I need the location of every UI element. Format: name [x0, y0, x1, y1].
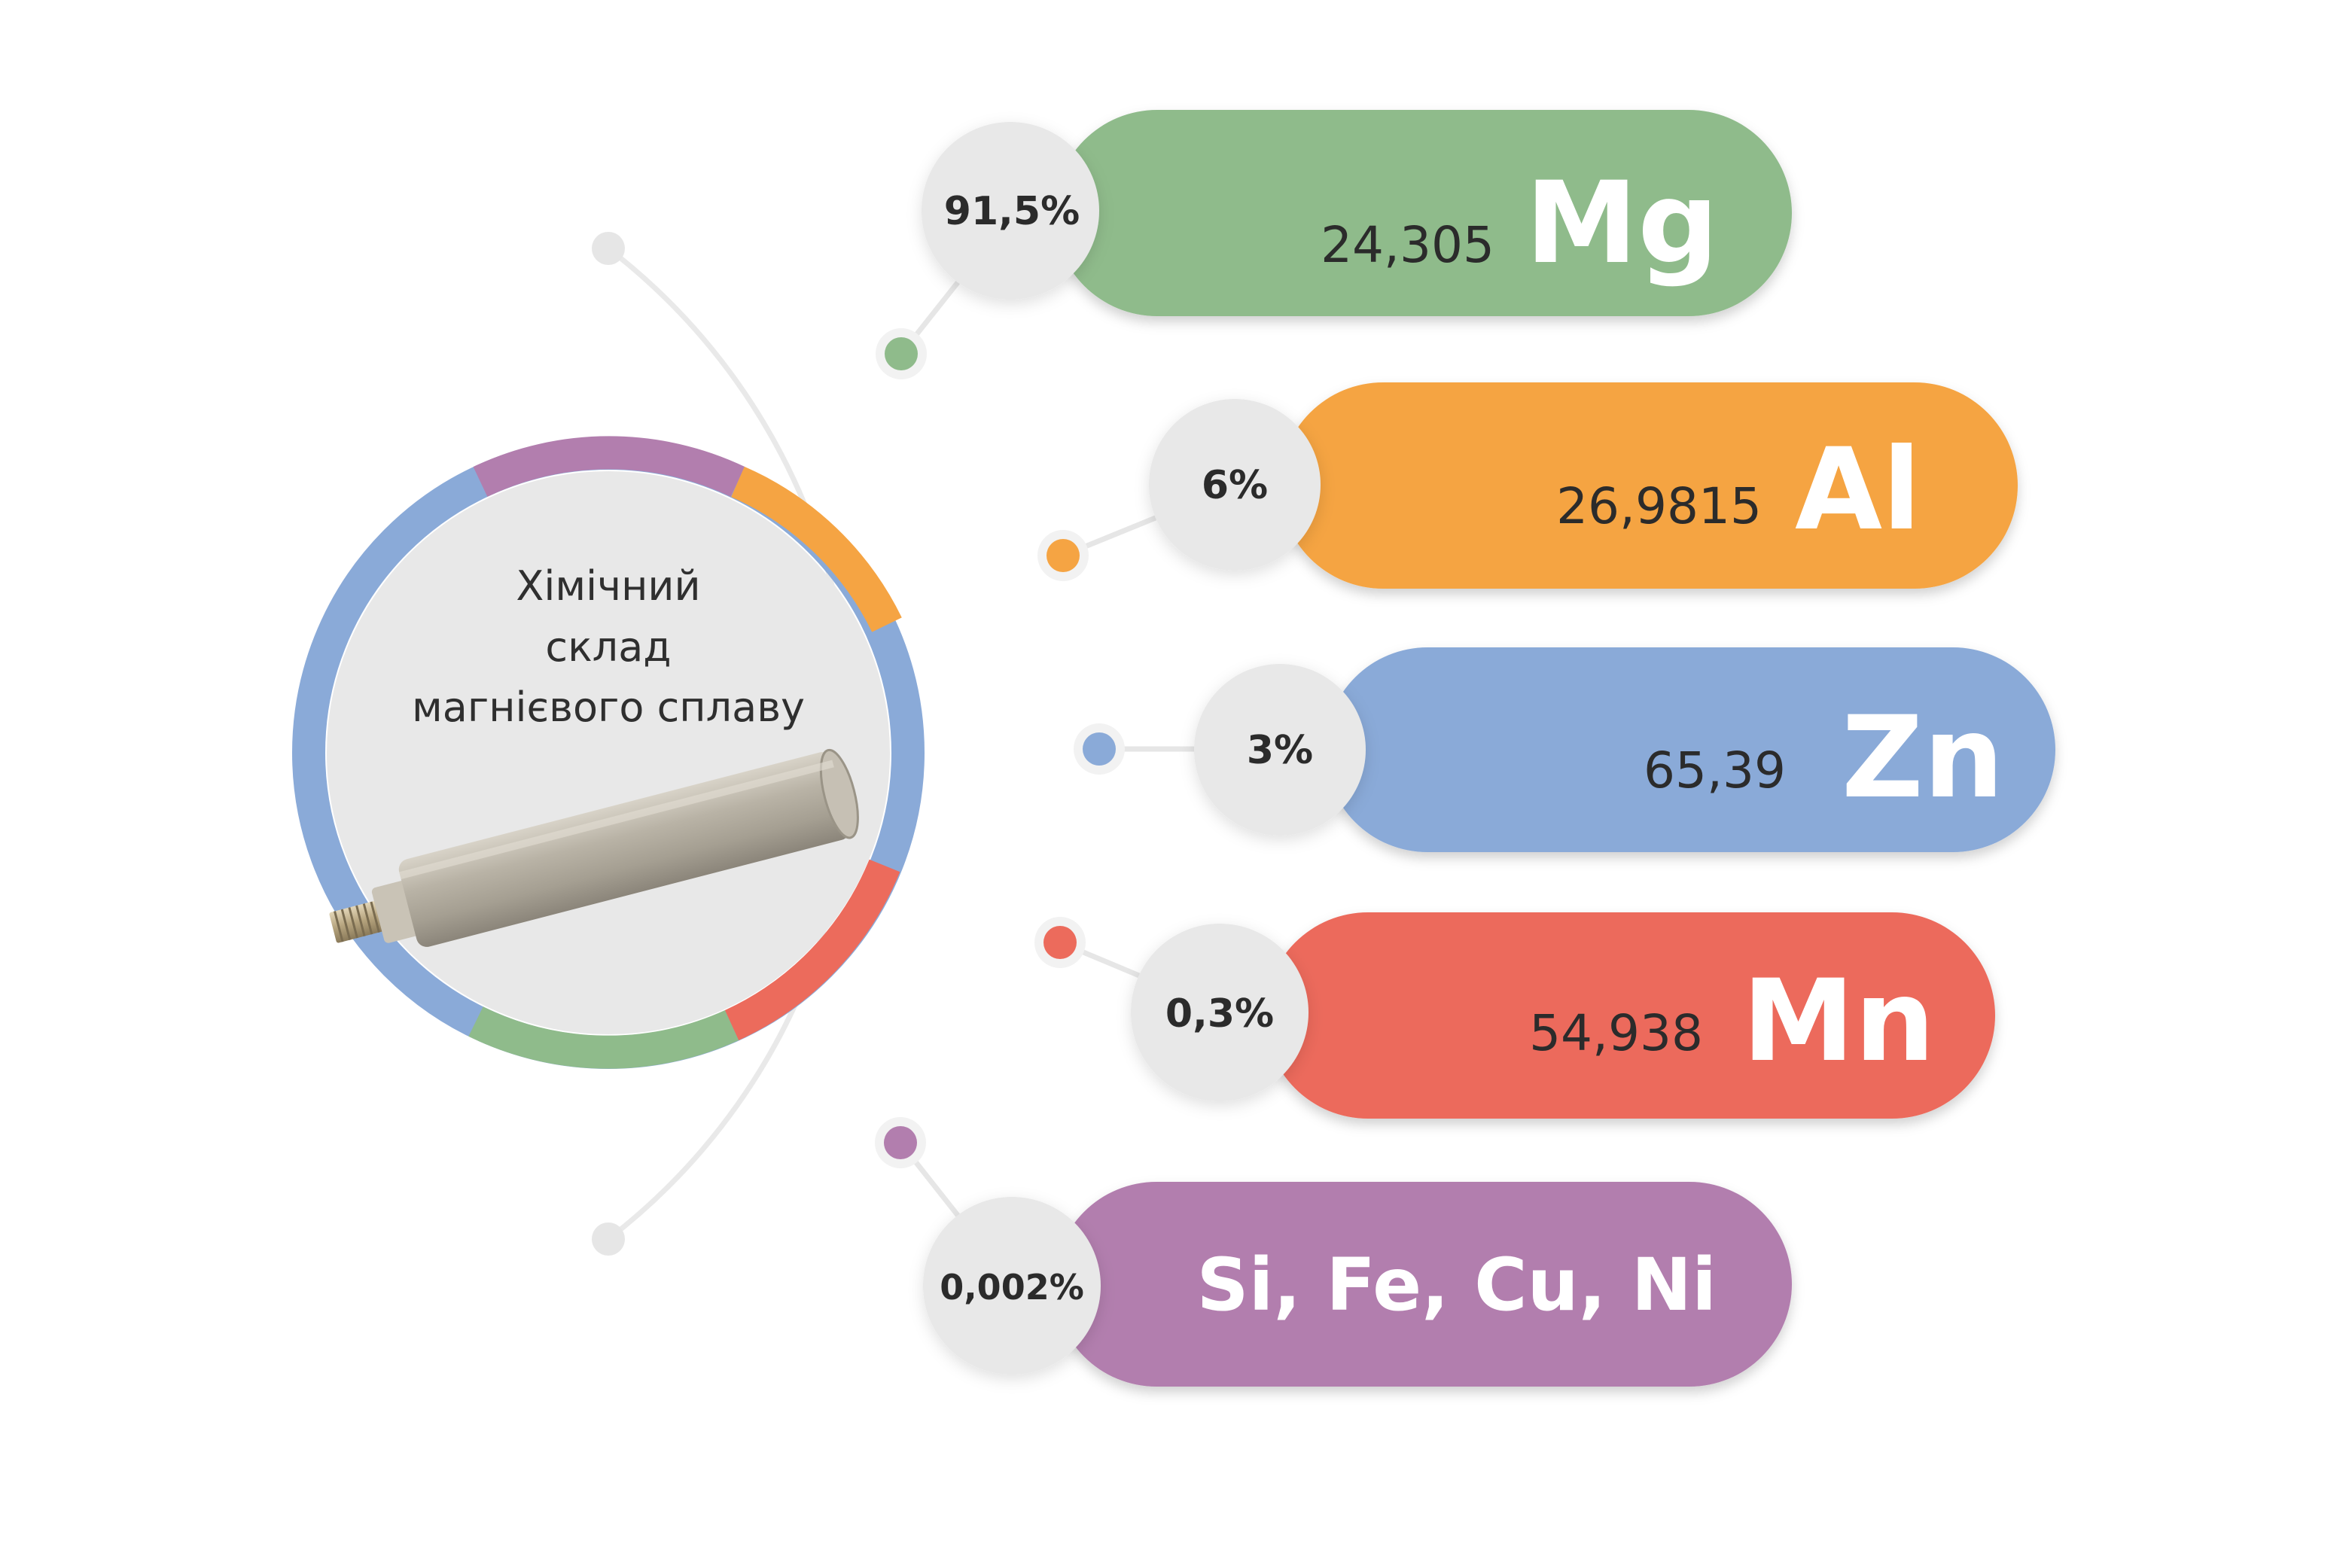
ring-segment-purple	[473, 436, 745, 497]
al-percent: 6%	[1202, 463, 1268, 508]
title-line-2: склад	[545, 623, 671, 671]
zn-atomic-mass: 65,39	[1644, 741, 1786, 799]
other-symbols: Si, Fe, Cu, Ni	[1196, 1243, 1717, 1327]
mg-atomic-mass: 24,305	[1321, 216, 1494, 274]
other-percent: 0,002%	[940, 1267, 1084, 1308]
title-line-1: Хімічний	[516, 562, 700, 610]
mg-percent: 91,5%	[944, 189, 1080, 234]
mn-atomic-mass: 54,938	[1529, 1004, 1703, 1062]
composition-ring	[292, 436, 925, 1069]
diagram-title: Хімічний склад магнієвого сплаву	[412, 562, 805, 731]
al-bar	[1280, 382, 2018, 589]
other-percent-bubble	[923, 1197, 1101, 1375]
mn-percent-bubble	[1131, 924, 1309, 1101]
zn-percent-bubble	[1194, 664, 1366, 836]
mn-bar	[1265, 912, 1995, 1119]
mg-percent-bubble	[922, 122, 1099, 300]
arc-end-dot-bottom	[592, 1222, 625, 1256]
arc-end-dot-top	[592, 232, 625, 265]
al-symbol: Al	[1795, 425, 1921, 556]
mg-bar	[1054, 110, 1792, 316]
mn-percent: 0,3%	[1165, 991, 1274, 1037]
arc-dots	[875, 328, 1125, 1168]
mg-symbol: Mg	[1525, 158, 1719, 289]
zn-bar	[1325, 647, 2055, 852]
title-line-3: магнієвого сплаву	[412, 684, 805, 731]
ring-segment-orange	[731, 466, 902, 632]
al-atomic-mass: 26,9815	[1556, 477, 1762, 535]
ring-inner-disc	[327, 471, 890, 1034]
magnesium-rod-image	[329, 748, 859, 947]
mn-symbol: Mn	[1742, 956, 1935, 1087]
ring-segment-green	[468, 1006, 739, 1069]
other-bar	[1054, 1182, 1792, 1387]
al-percent-bubble	[1149, 399, 1321, 571]
percent-bubbles	[922, 122, 1366, 1375]
ring-segment-red	[724, 859, 900, 1040]
zn-percent: 3%	[1247, 728, 1313, 773]
zn-symbol: Zn	[1842, 693, 2004, 824]
